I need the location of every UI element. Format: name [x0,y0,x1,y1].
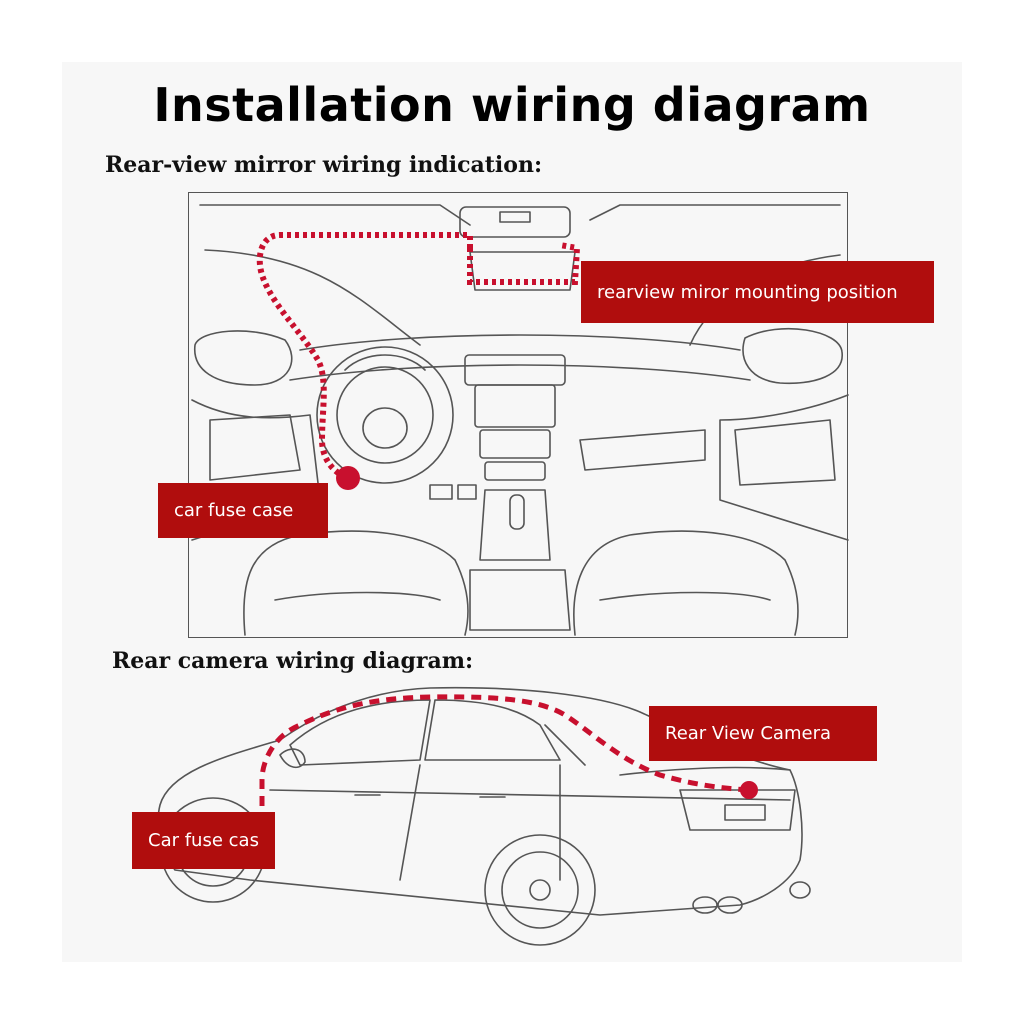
rear-camera-callout: Rear View Camera [649,706,877,761]
fuse-point-icon [336,466,360,490]
fuse-case-callout: car fuse case [158,483,328,538]
page-title: Installation wiring diagram [153,78,871,132]
camera-section-heading: Rear camera wiring diagram: [112,648,474,674]
interior-line-art [191,204,849,636]
car-fuse-callout: Car fuse cas [132,812,275,869]
camera-wire-path [259,694,749,840]
camera-point-icon [740,781,758,799]
mirror-section-heading: Rear-view mirror wiring indication: [105,152,543,178]
mirror-outline-dashes [467,242,581,285]
mirror-position-callout: rearview miror mounting position [581,261,934,323]
